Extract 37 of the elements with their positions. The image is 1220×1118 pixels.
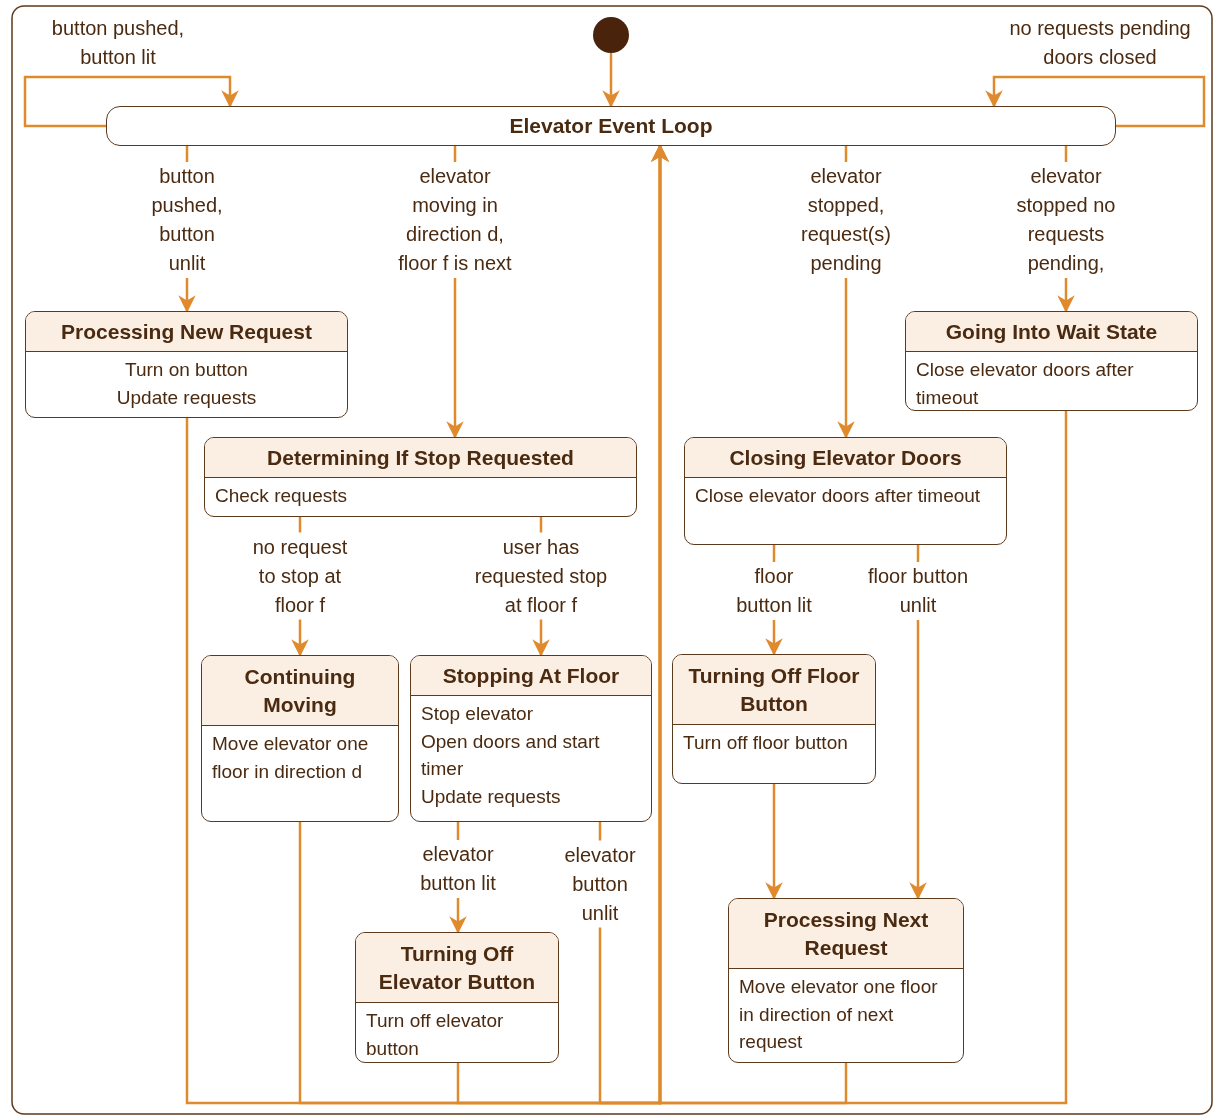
state-box bbox=[355, 932, 559, 1063]
state-name: Turning Off Floor Button bbox=[687, 663, 861, 717]
state-box bbox=[106, 106, 1116, 146]
state-box bbox=[201, 655, 399, 822]
transition-arrow bbox=[985, 75, 1206, 128]
state-name: Stopping At Floor bbox=[442, 662, 620, 689]
initial-state-dot bbox=[593, 17, 629, 53]
state-activity: Stop elevator bbox=[421, 702, 534, 726]
state-activity: Turn on button bbox=[124, 358, 249, 382]
state-activity: Close elevator doors after timeout bbox=[695, 484, 982, 508]
state-box bbox=[204, 437, 637, 517]
state-activity: Open doors and start timer bbox=[421, 729, 601, 782]
state-activity: Move elevator one floor in direction d bbox=[212, 732, 370, 784]
state-box bbox=[684, 437, 1007, 545]
state-activity: Close elevator doors after timeout bbox=[916, 358, 1135, 410]
state-name: Processing Next Request bbox=[762, 907, 930, 961]
state-activity: Update requests bbox=[421, 784, 562, 809]
state-name: Determining If Stop Requested bbox=[267, 444, 574, 471]
state-box bbox=[905, 311, 1198, 411]
state-name: Continuing Moving bbox=[243, 664, 357, 718]
state-activity: Check requests bbox=[215, 484, 348, 508]
state-name: Elevator Event Loop bbox=[509, 114, 713, 138]
state-activity: Turn off floor button bbox=[683, 731, 849, 755]
state-name: Going Into Wait State bbox=[945, 318, 1158, 345]
state-box bbox=[25, 311, 348, 418]
transition-arrow bbox=[765, 784, 783, 900]
state-box bbox=[672, 654, 876, 784]
state-box bbox=[410, 655, 652, 822]
state-activity: Move elevator one floor in direction of next request bbox=[739, 975, 939, 1055]
state-box bbox=[728, 898, 964, 1063]
state-name: Closing Elevator Doors bbox=[729, 444, 962, 471]
state-activity: Turn off elevator button bbox=[366, 1009, 505, 1061]
transition-arrow bbox=[23, 75, 239, 128]
state-name: Turning Off Elevator Button bbox=[377, 941, 537, 995]
state-activity: Update requests bbox=[115, 385, 258, 410]
state-name: Processing New Request bbox=[61, 318, 312, 345]
transition-arrow bbox=[602, 53, 620, 108]
